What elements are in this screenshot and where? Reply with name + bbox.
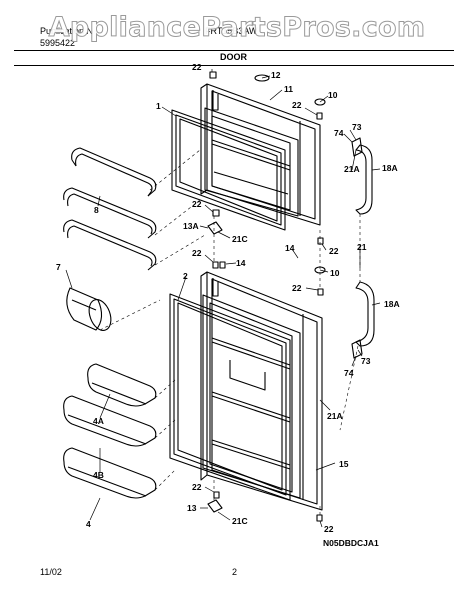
freezer-door-handle	[355, 144, 373, 215]
header-rule-top	[14, 50, 454, 51]
hinge-pin-icons	[207, 221, 223, 513]
footer-page-number: 2	[232, 567, 238, 577]
door-shelf-bar-middle	[63, 187, 157, 239]
callout-21a: 21A	[344, 164, 360, 174]
door-shelf-4a	[87, 363, 157, 407]
callout-22: 22	[192, 199, 202, 209]
footer-date: 11/02	[40, 567, 62, 577]
fresh-food-door-liner	[202, 294, 301, 499]
callout-74: 74	[334, 128, 344, 138]
drawing-id: N05DBDCJA1	[323, 538, 379, 548]
assembly-lines	[99, 149, 361, 515]
callout-4a: 4A	[93, 416, 104, 426]
callout-13: 13	[187, 503, 197, 513]
callout-22: 22	[324, 524, 334, 534]
callout-21: 21	[357, 242, 367, 252]
screw-icons	[209, 71, 324, 522]
callout-21c: 21C	[232, 516, 248, 526]
freezer-door-outer-panel	[200, 83, 321, 226]
publication-label: Publication N	[40, 26, 94, 36]
callout-14: 14	[285, 243, 295, 253]
callout-22: 22	[192, 482, 202, 492]
callout-22: 22	[192, 62, 202, 72]
callout-73: 73	[361, 356, 371, 366]
callout-15: 15	[339, 459, 349, 469]
callout-1: 1	[156, 101, 161, 111]
callout-18a: 18A	[384, 299, 400, 309]
callout-22: 22	[292, 100, 302, 110]
callout-74: 74	[344, 368, 354, 378]
publication-number: 5995422	[40, 38, 76, 48]
callout-22: 22	[292, 283, 302, 293]
callout-2: 2	[183, 271, 188, 281]
fresh-food-door-gasket	[169, 293, 291, 501]
callout-8: 8	[94, 205, 99, 215]
freezer-door-gasket	[171, 109, 286, 231]
callout-18a: 18A	[382, 163, 398, 173]
callout-7: 7	[56, 262, 61, 272]
callout-13a: 13A	[183, 221, 199, 231]
callout-10: 10	[330, 268, 340, 278]
model-number: FRT15B3AW	[205, 26, 258, 36]
door-shelf-4	[63, 447, 157, 499]
door-shelf-4b	[63, 395, 157, 447]
callout-4b: 4B	[93, 470, 104, 480]
dairy-container	[66, 287, 112, 331]
callout-22: 22	[192, 248, 202, 258]
callout-14: 14	[236, 258, 246, 268]
callout-21c: 21C	[232, 234, 248, 244]
callout-73: 73	[352, 122, 362, 132]
section-title: DOOR	[220, 52, 247, 62]
callout-11: 11	[284, 84, 293, 94]
door-shelf-bar-upper	[71, 147, 157, 197]
leader-lines	[65, 69, 381, 528]
callout-4: 4	[86, 519, 91, 529]
hinge-cap-icons	[254, 74, 363, 359]
callout-12: 12	[271, 70, 281, 80]
door-shelf-bar-lower	[63, 219, 157, 271]
fresh-food-door-outer-panel	[200, 271, 323, 511]
callout-21a: 21A	[327, 411, 343, 421]
callout-10: 10	[328, 90, 338, 100]
fresh-food-door-handle	[355, 281, 375, 347]
header-rule-bottom	[14, 65, 454, 66]
freezer-door-liner	[204, 107, 299, 217]
callout-22: 22	[329, 246, 339, 256]
